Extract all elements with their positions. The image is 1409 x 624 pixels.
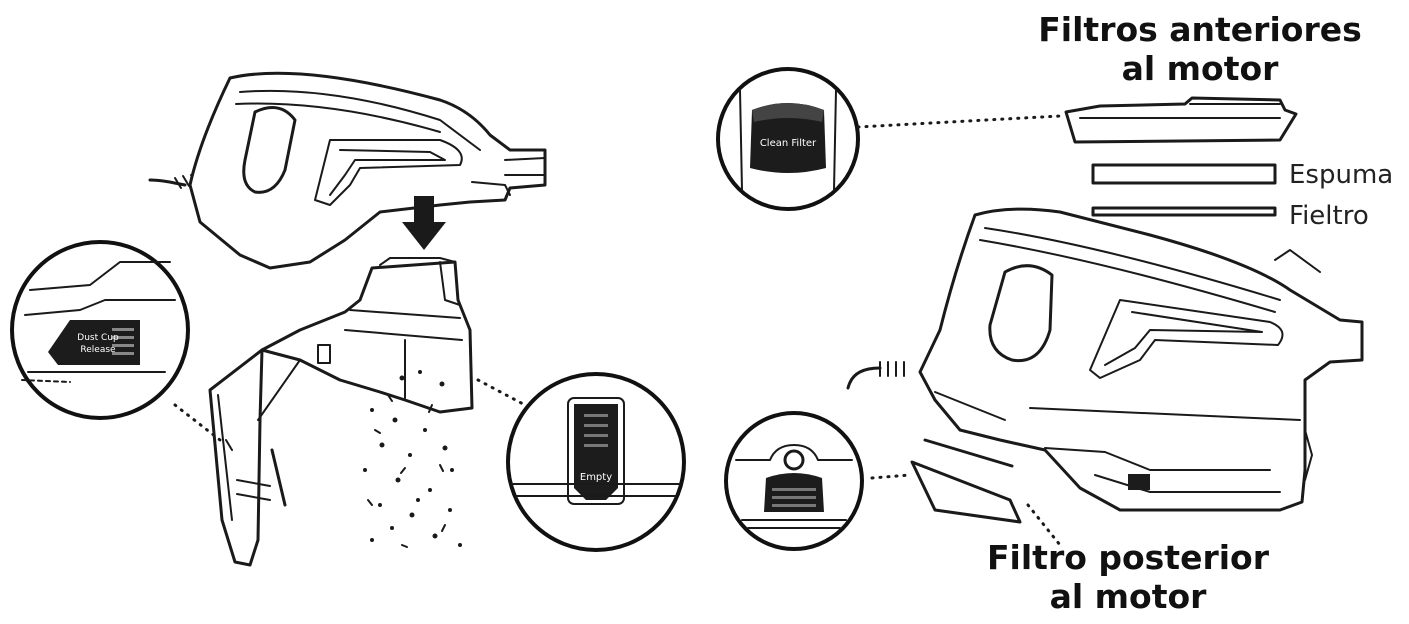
dust-cup-open <box>208 257 474 567</box>
foam-filter <box>1091 163 1277 185</box>
callout-dust-cup-release <box>10 240 190 420</box>
power-cord <box>148 178 187 187</box>
dust-cup-release-label-line2: Release <box>80 345 116 355</box>
felt-label: Fieltro <box>1289 201 1369 231</box>
pre-motor-title-line2: al motor <box>1122 49 1280 88</box>
callout-empty <box>506 372 686 552</box>
handheld-unit-right <box>846 207 1364 512</box>
leader-dust-cup-release <box>173 403 222 442</box>
post-motor-filter-parts <box>910 438 1022 524</box>
empty-label: Empty <box>580 472 612 483</box>
handheld-unit-top-left <box>148 71 547 270</box>
pre-motor-filter-cover <box>1064 96 1298 144</box>
debris-particles <box>363 370 462 548</box>
down-arrow-icon <box>402 196 446 250</box>
leader-post-motor-right <box>1026 503 1062 547</box>
post-motor-title-line1: Filtro posterior <box>987 538 1270 577</box>
callout-post-motor-release <box>724 411 864 551</box>
leader-empty <box>476 378 527 407</box>
felt-filter <box>1091 206 1277 217</box>
clean-filter-label: Clean Filter <box>760 138 817 149</box>
dust-cup-release-label-line1: Dust Cup <box>77 333 119 343</box>
foam-label: Espuma <box>1289 160 1393 190</box>
pre-motor-title-line1: Filtros anteriores <box>1038 10 1362 49</box>
leader-clean-filter <box>856 114 1062 129</box>
callout-clean-filter <box>716 67 860 211</box>
leader-post-motor-left <box>870 473 912 480</box>
post-motor-title-line2: al motor <box>1050 577 1208 616</box>
